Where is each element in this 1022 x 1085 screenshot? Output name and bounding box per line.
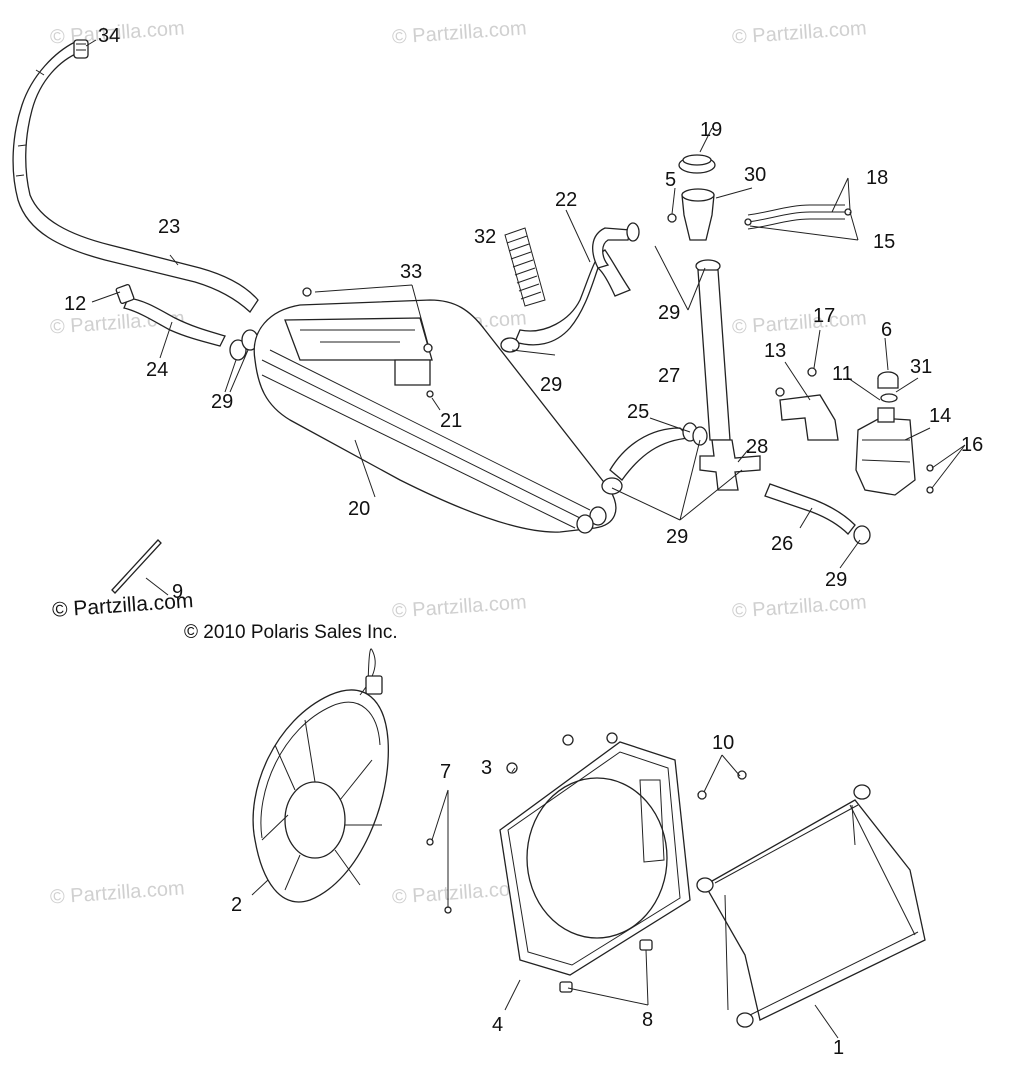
grommets-8 [559, 939, 653, 993]
callout-29: 29 [666, 526, 689, 548]
bolts-10 [697, 770, 747, 800]
hose-24 [115, 284, 226, 347]
hose-26 [764, 483, 871, 545]
cap-19 [678, 154, 716, 174]
callout-5: 5 [665, 169, 677, 191]
callout-13: 13 [764, 340, 787, 362]
callout-28: 28 [746, 436, 769, 458]
clamp-34 [73, 39, 89, 59]
callout-29: 29 [540, 374, 563, 396]
callout-10: 10 [712, 732, 735, 754]
callout-29: 29 [658, 302, 681, 324]
seal-31 [880, 393, 898, 403]
callout-34: 34 [98, 25, 121, 47]
callout-14: 14 [929, 405, 952, 427]
callout-12: 12 [64, 293, 87, 315]
callout-31: 31 [910, 356, 933, 378]
cap-6 [877, 371, 899, 389]
radiator-1 [696, 784, 926, 1028]
callout-27: 27 [658, 365, 681, 387]
callout-17: 17 [813, 305, 836, 327]
callout-11: 11 [832, 363, 853, 385]
callout-15: 15 [873, 231, 896, 253]
callout-8: 8 [642, 1009, 654, 1031]
callout-2: 2 [231, 894, 243, 916]
callout-9: 9 [172, 581, 184, 603]
callout-16: 16 [961, 434, 984, 456]
clamp-29-mid [500, 337, 520, 353]
callout-33: 33 [400, 261, 423, 283]
callout-26: 26 [771, 533, 794, 555]
cooler-20 [253, 299, 617, 533]
callout-30: 30 [744, 164, 767, 186]
callout-18: 18 [866, 167, 889, 189]
callout-7: 7 [440, 761, 452, 783]
fan-2 [252, 648, 389, 903]
callout-1: 1 [833, 1037, 845, 1059]
strap-9 [111, 539, 162, 594]
callout-19: 19 [700, 119, 723, 141]
callout-20: 20 [348, 498, 371, 520]
bracket-13 [775, 367, 839, 441]
screw-5 [667, 213, 677, 223]
sleeve-32 [504, 227, 546, 307]
tube-27 [695, 259, 731, 441]
callout-21: 21 [440, 410, 463, 432]
shroud-4 [499, 732, 691, 976]
callout-3: 3 [481, 757, 493, 779]
callout-4: 4 [492, 1014, 504, 1036]
reservoir-14 [855, 407, 916, 496]
hose-22 [514, 222, 640, 346]
callout-29: 29 [211, 391, 234, 413]
copyright-polaris: © 2010 Polaris Sales Inc. [184, 622, 398, 643]
clamps-29-left [229, 329, 259, 361]
callout-23: 23 [158, 216, 181, 238]
callout-22: 22 [555, 189, 578, 211]
tee-28 [699, 439, 761, 491]
fitting-21 [426, 390, 434, 398]
bolt-33 [302, 287, 433, 353]
leader-lines [85, 39, 966, 1039]
bolts-7 [426, 838, 452, 914]
callout-24: 24 [146, 359, 169, 381]
lines-18 [744, 204, 852, 230]
callout-32: 32 [474, 226, 497, 248]
hose-25 [576, 422, 708, 534]
hose-23 [12, 41, 259, 313]
callout-6: 6 [881, 319, 893, 341]
screws-16 [926, 464, 934, 494]
filler-neck-30 [681, 188, 715, 241]
callout-29: 29 [825, 569, 848, 591]
callout-25: 25 [627, 401, 650, 423]
